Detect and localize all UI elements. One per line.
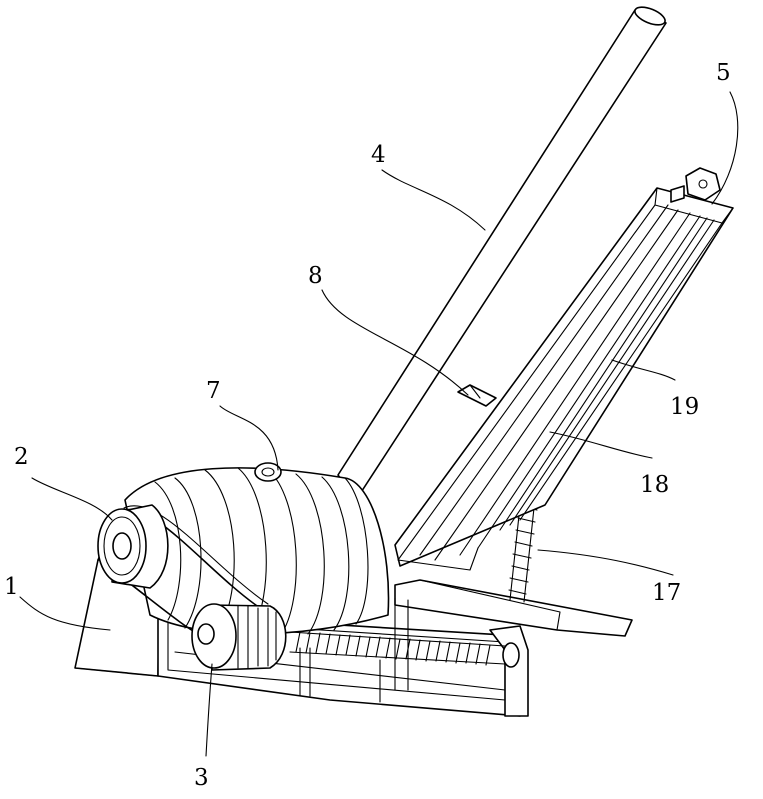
leader-4 bbox=[382, 170, 485, 230]
callout-4: 4 bbox=[371, 142, 386, 168]
callout-5: 5 bbox=[716, 60, 731, 86]
callout-8: 8 bbox=[308, 263, 323, 289]
leader-2 bbox=[32, 478, 112, 520]
callout-17: 17 bbox=[652, 580, 681, 606]
lower-pulley bbox=[192, 604, 286, 670]
callout-1: 1 bbox=[4, 574, 19, 600]
upper-pulley bbox=[98, 505, 168, 588]
callout-2: 2 bbox=[14, 444, 29, 470]
callout-18: 18 bbox=[640, 472, 669, 498]
leader-7 bbox=[220, 406, 278, 470]
guide-rail bbox=[395, 168, 733, 570]
callout-19: 19 bbox=[670, 394, 699, 420]
rod-bracket bbox=[458, 385, 496, 406]
callout-7: 7 bbox=[206, 378, 221, 404]
leader-17 bbox=[538, 550, 673, 575]
callout-3: 3 bbox=[194, 765, 209, 791]
